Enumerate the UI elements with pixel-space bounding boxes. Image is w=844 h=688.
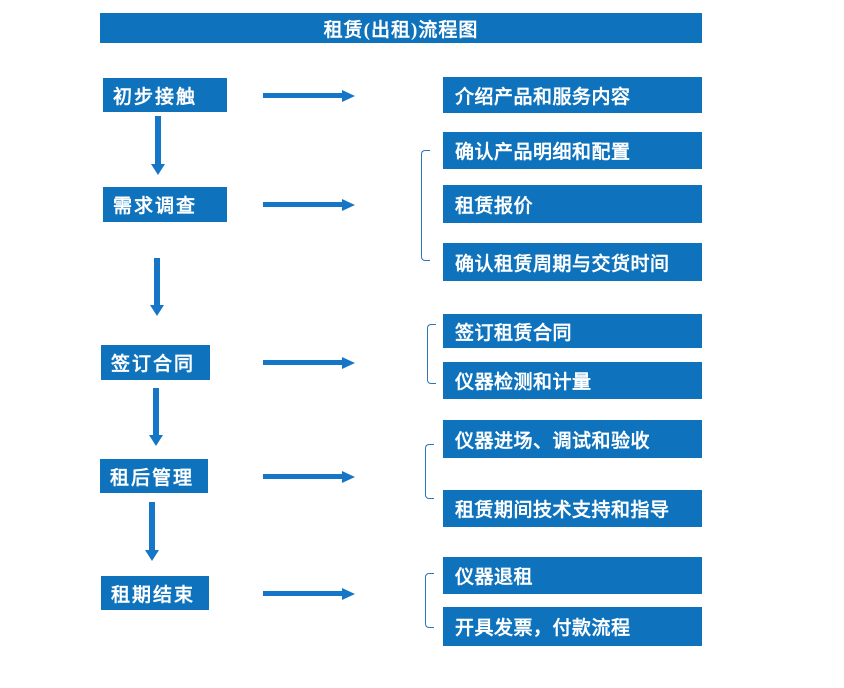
detail-box-instrument-setup: 仪器进场、调试和验收 [443, 420, 702, 458]
detail-box-instrument-testing: 仪器检测和计量 [443, 362, 702, 399]
flow-arrow-right-icon [263, 587, 355, 600]
detail-box-confirm-product-config: 确认产品明细和配置 [443, 132, 702, 169]
flow-arrow-right-icon [263, 89, 355, 102]
detail-box-invoice-payment: 开具发票，付款流程 [443, 607, 702, 646]
detail-box-tech-support: 租赁期间技术支持和指导 [443, 490, 702, 527]
step-box-rental-end: 租期结束 [101, 576, 209, 610]
flow-arrow-down-icon [150, 258, 164, 316]
detail-box-sign-rental-contract: 签订租赁合同 [443, 314, 702, 348]
flow-arrow-down-icon [149, 388, 163, 446]
group-bracket-sign-contract [427, 324, 436, 384]
detail-box-confirm-rental-period: 确认租赁周期与交货时间 [443, 243, 702, 281]
detail-box-instrument-return: 仪器退租 [443, 557, 702, 594]
group-bracket-rental-end [425, 573, 434, 628]
step-box-post-rental-management: 租后管理 [100, 459, 208, 493]
flow-arrow-down-icon [145, 502, 159, 561]
flow-arrow-right-icon [263, 356, 355, 369]
flow-arrow-right-icon [263, 198, 355, 211]
step-box-sign-contract: 签订合同 [101, 345, 210, 380]
group-bracket-post-rental [425, 444, 434, 499]
detail-box-introduce-products: 介绍产品和服务内容 [443, 77, 702, 113]
diagram-title: 租赁(出租)流程图 [100, 13, 702, 43]
step-box-demand-survey: 需求调查 [103, 187, 227, 222]
flow-arrow-right-icon [263, 470, 355, 483]
detail-box-rental-quote: 租赁报价 [443, 185, 702, 223]
step-box-initial-contact: 初步接触 [103, 78, 227, 112]
flow-arrow-down-icon [151, 116, 165, 175]
group-bracket-demand-survey [421, 150, 430, 261]
